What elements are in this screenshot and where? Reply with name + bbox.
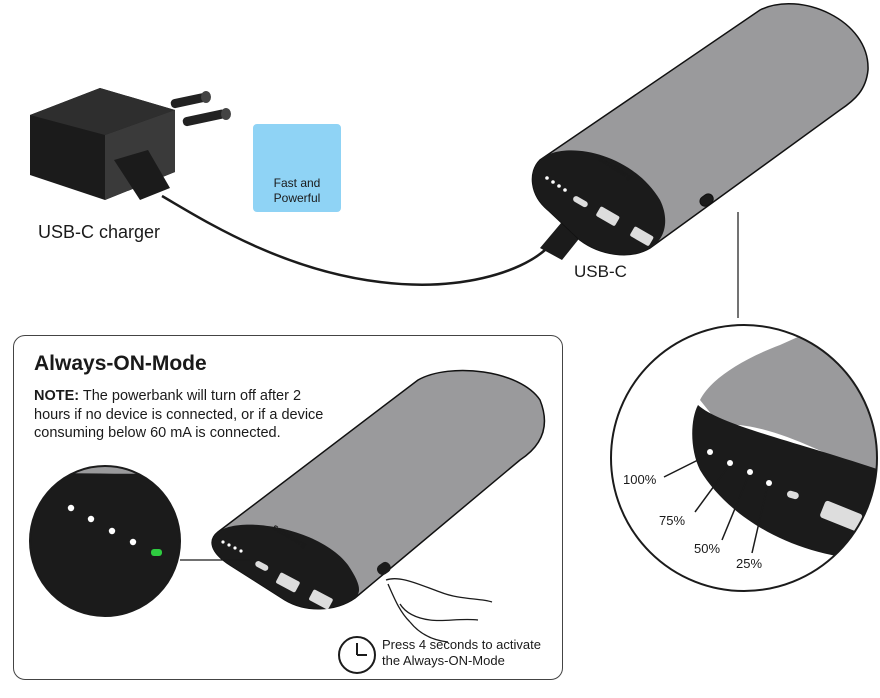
- press-instruction: Press 4 seconds to activate the Always-O…: [382, 637, 541, 668]
- panel-title: Always-ON-Mode: [34, 352, 207, 375]
- level-25: 25%: [736, 556, 763, 571]
- note-text: NOTE: The powerbank will turn off after …: [34, 388, 324, 441]
- clock-icon: [338, 636, 376, 674]
- powerbank-always-on: Sandberg: [211, 369, 546, 610]
- level-75: 75%: [659, 513, 686, 528]
- finger-press-icon: [385, 578, 493, 643]
- wall-charger-icon: [30, 88, 231, 200]
- led-zoom-circle-left: [29, 465, 181, 617]
- level-100: 100%: [623, 472, 657, 487]
- powerbank-main: Sandberg: [531, 2, 869, 256]
- charger-label: USB-C charger: [38, 222, 161, 242]
- led-zoom-circle: [610, 324, 878, 592]
- usb-cable: [161, 194, 546, 286]
- usbc-label: USB-C: [574, 262, 627, 281]
- always-on-panel: [13, 335, 563, 680]
- always-on-indicator: [151, 549, 162, 556]
- badge-text: Fast and Powerful: [273, 176, 321, 205]
- fast-powerful-badge: Fast and Powerful: [253, 124, 341, 212]
- level-50: 50%: [694, 541, 721, 556]
